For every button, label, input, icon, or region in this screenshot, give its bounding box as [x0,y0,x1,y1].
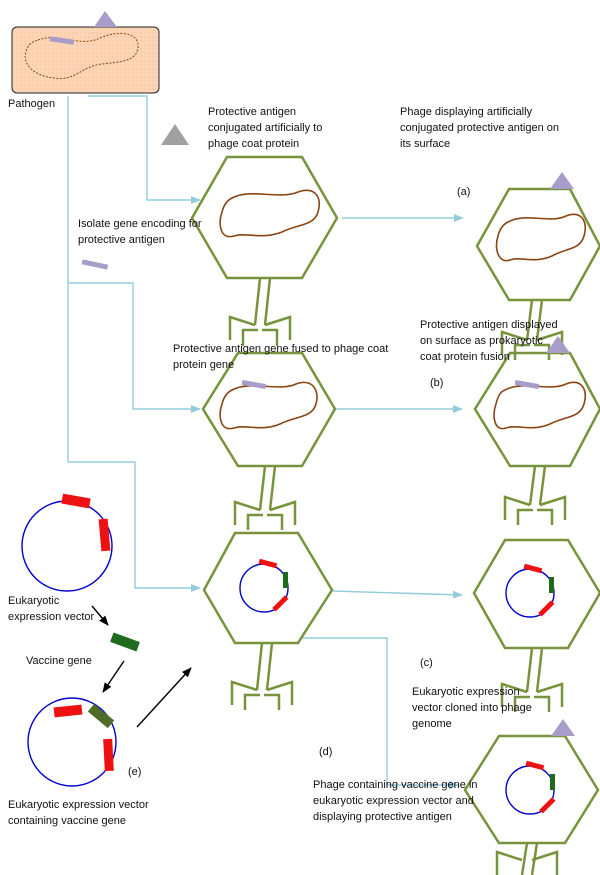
vector-red-gene [61,493,91,509]
flow-arrow-to-phage-d [300,637,459,789]
phage-capsid [475,187,600,302]
phage-b-input [201,351,337,530]
label-vaccine-gene: Vaccine gene [26,655,92,667]
flow-arrow-c-result [332,590,463,599]
vaccine-gene [110,632,140,652]
phage-capsid [190,155,339,280]
vector-red-gene [98,518,111,552]
label-isolate-gene: Isolate gene encoding for protective ant… [78,218,202,246]
arrow-to-phage-c [136,667,192,728]
phage-capsid [463,734,600,845]
phage-a-result [475,172,600,360]
phage-dna [493,381,586,430]
arrow-vector-to-vaccine [91,605,109,626]
label-phage-display-conjugated: Phage displaying artificially conjugated… [400,106,560,150]
black-arrows [91,605,192,728]
plasmid-red-gene [272,595,289,612]
plasmid-red-gene [258,558,278,569]
phage-a-input [190,155,339,346]
plasmid-red-gene [539,797,556,814]
plasmid-red-gene [525,760,545,771]
phage-tail [228,277,292,346]
phage-tail [500,299,564,360]
pathogen-surface-antigen [94,11,117,27]
fused-antigen-gene [241,379,267,390]
pathogen-antigen-gene [49,36,75,45]
arrow-vaccine-to-vector [102,660,125,693]
phage-dna [219,189,320,238]
flow-arrow-to-phage-b [68,282,201,413]
label-displayed-surface: Protective antigen displayed on surface … [420,319,558,363]
label-eukaryotic-cloned: Eukaryotic expression vector cloned into… [412,686,532,730]
plasmid-red-gene [538,600,555,617]
pathogen [11,11,160,94]
label-b: (b) [430,377,444,389]
phage-c-input [202,531,334,710]
phage-dna [219,381,318,430]
phage-dna [495,213,586,262]
free-antigen-gene [81,259,109,270]
phage-b-result [473,336,600,525]
displayed-antigen [546,336,570,353]
flow-lines [67,95,464,789]
plasmid-vaccine-gene [283,572,288,588]
phage-capsid [202,531,334,645]
eukaryotic-expression-vector [21,493,113,592]
label-a: (a) [457,186,471,198]
flow-arrow-to-phage-a [88,95,201,204]
label-c: (c) [420,657,433,669]
plasmid-vaccine-gene [550,774,555,790]
phage-capsid [472,538,600,650]
vector-plasmid [27,697,117,787]
phage-tail [500,647,564,712]
plasmid-vaccine-gene [549,577,554,593]
phage-tail [503,465,567,525]
displayed-antigen [551,719,575,736]
label-d: (d) [319,746,333,758]
flow-arrow-to-phage-c [68,461,201,592]
pathogen-cell [11,26,160,94]
label-pathogen: Pathogen [8,98,56,110]
label-eukaryotic-vector-vaccine: Eukaryotic expression vector containing … [8,799,149,827]
label-conjugated-antigen: Protective antigen conjugated artificial… [208,106,323,150]
phage-tail [233,465,297,530]
phage-d-result [463,719,600,875]
vector-plasmid [21,500,113,592]
free-protective-antigen [161,124,189,145]
label-eukaryotic-vector: Eukaryotic expression vector [8,595,95,623]
vector-vaccine-gene [87,703,115,729]
displayed-antigen [550,172,574,189]
phage-capsid [201,351,337,468]
phage-tail [495,842,559,875]
label-e: (e) [128,766,142,778]
fused-antigen-gene [514,379,540,390]
phage-tail [230,642,294,710]
vector-red-gene [103,738,114,772]
vector-red-gene [53,704,83,718]
label-gene-fused: Protective antigen gene fused to phage c… [173,343,389,371]
label-phage-containing: Phage containing vaccine gene in eukaryo… [313,779,478,823]
plasmid-red-gene [523,563,543,574]
eukaryotic-vector-with-vaccine-gene [27,697,117,787]
phage-c-result [472,538,600,712]
